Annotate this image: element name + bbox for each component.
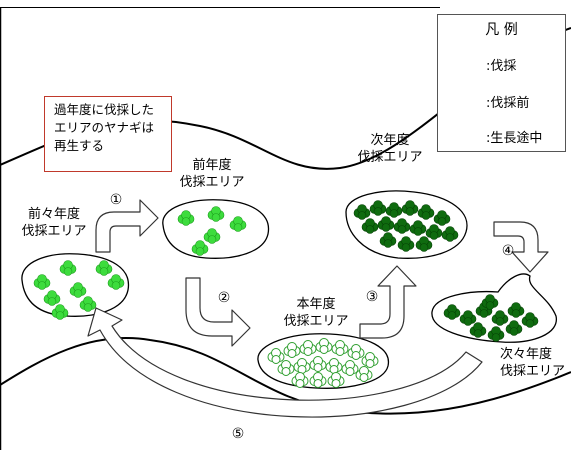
step-4-label: ④ [501, 243, 515, 259]
label-area-last: 前年度 伐採エリア [172, 157, 252, 191]
arrow-step-1 [95, 199, 159, 253]
label-area-before-last-line2: 伐採エリア [21, 224, 87, 239]
step-5-label: ⑤ [231, 426, 245, 442]
label-area-current-line2: 伐採エリア [283, 314, 349, 329]
label-area-after-next-line1: 次々年度 [500, 347, 553, 362]
label-area-current-line1: 本年度 [296, 297, 336, 312]
label-area-after-next-line2: 伐採エリア [500, 364, 566, 379]
label-area-before-last-line1: 前々年度 [27, 207, 80, 222]
legend-item-growing: :生長途中 [486, 131, 543, 146]
note-line-1: 過年度に伐採した [54, 102, 155, 117]
legend-item-cut: :伐採 [486, 59, 517, 74]
label-area-next-line2: 伐採エリア [357, 150, 423, 165]
arrow-step-2 [185, 277, 251, 347]
arrow-step-3 [359, 265, 417, 339]
step-1-label: ① [109, 192, 123, 208]
arrow-step-5 [87, 307, 483, 418]
legend-box: 凡 例 :伐採 :伐採前 :生長途中 [437, 14, 566, 152]
label-area-after-next: 次々年度 伐採エリア [500, 346, 571, 380]
label-area-last-line2: 伐採エリア [179, 175, 245, 190]
label-area-before-last: 前々年度 伐採エリア [14, 206, 94, 240]
label-area-next: 次年度 伐採エリア [350, 132, 430, 166]
regrowth-note: 過年度に伐採した エリアのヤナギは 再生する [44, 96, 172, 172]
legend-item-before-cut: :伐採前 [486, 96, 530, 111]
note-line-3: 再生する [54, 138, 105, 153]
label-area-last-line1: 前年度 [192, 158, 232, 173]
label-area-current: 本年度 伐採エリア [276, 296, 356, 330]
arrow-step-4 [493, 221, 549, 273]
legend-title: 凡 例 [485, 22, 518, 38]
note-line-2: エリアのヤナギは [54, 120, 155, 135]
step-2-label: ② [217, 290, 231, 306]
label-area-next-line1: 次年度 [370, 133, 410, 148]
step-3-label: ③ [365, 289, 379, 305]
lower-bank-line [0, 337, 571, 415]
